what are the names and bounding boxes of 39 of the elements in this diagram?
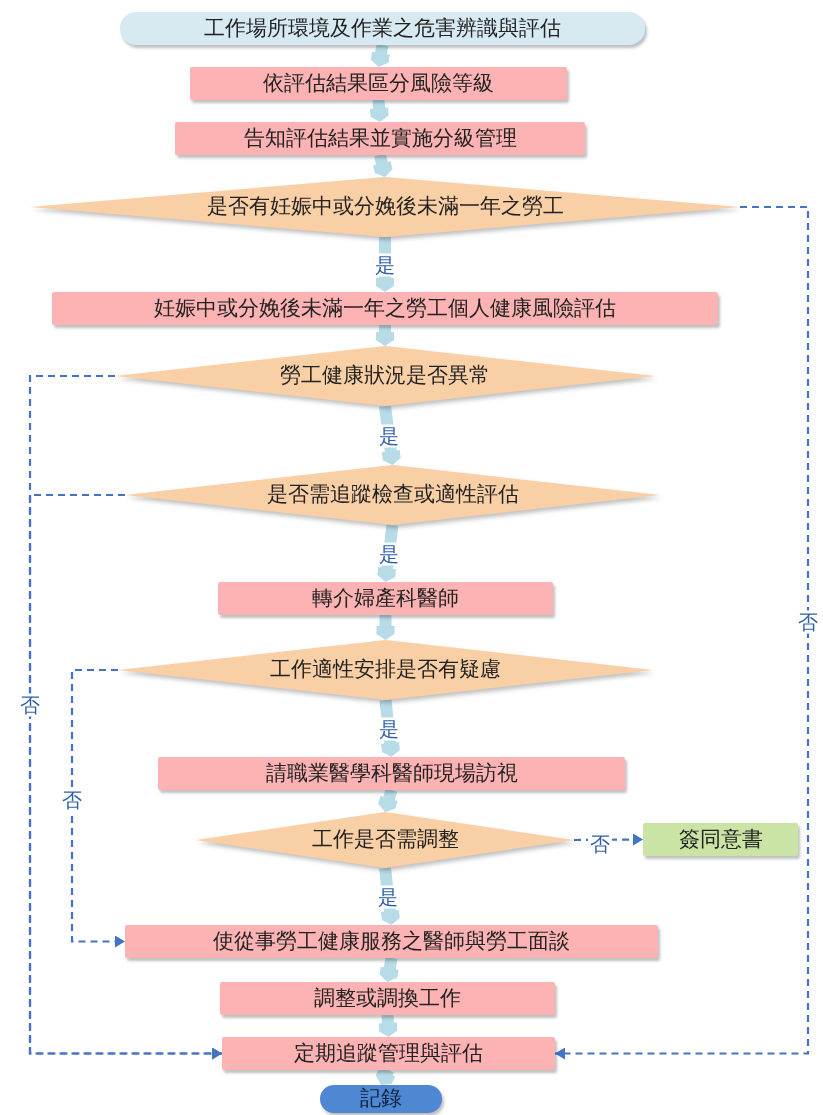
node-text: 使從事勞工健康服務之醫師與勞工面談 — [213, 928, 570, 955]
node-text: 是否有妊娠中或分娩後未滿一年之勞工 — [206, 194, 564, 220]
edge-label: 是 — [377, 542, 401, 565]
edge-label: 否 — [60, 788, 84, 812]
process-box — [158, 757, 625, 790]
dashed-arrow — [28, 493, 222, 1060]
node-text: 定期追蹤管理與評估 — [294, 1040, 483, 1067]
node-text: 告知評估結果並實施分級管理 — [243, 125, 517, 152]
edge-label: 否 — [588, 832, 612, 856]
process-box — [643, 823, 798, 856]
node-text: 簽同意書 — [678, 826, 763, 853]
edge-label: 否 — [796, 610, 820, 634]
node-text: 工作適性安排是否有疑慮 — [270, 657, 501, 683]
edge-label: 否 — [18, 693, 42, 717]
decision-diamond — [196, 812, 574, 868]
node-text: 請職業醫學科醫師現場訪視 — [265, 760, 518, 787]
dashed-arrow — [70, 668, 125, 948]
process-box — [218, 582, 553, 615]
start-box — [120, 12, 645, 45]
node-text: 是否需追蹤檢查或適性評估 — [266, 482, 519, 508]
edge-label: 是 — [373, 253, 397, 276]
end-terminal — [320, 1085, 442, 1113]
process-box — [125, 925, 658, 958]
process-box — [190, 67, 567, 100]
node-text: 記錄 — [360, 1086, 402, 1112]
node-text: 依評估結果區分風險等級 — [263, 70, 494, 97]
edge-label: 是 — [376, 424, 401, 447]
node-text: 轉介婦產科醫師 — [312, 585, 459, 612]
process-box — [52, 292, 718, 325]
dashed-arrow — [555, 205, 810, 1060]
node-text: 工作場所環境及作業之危害辨識與評估 — [204, 15, 561, 42]
node-text: 工作是否需調整 — [311, 827, 459, 853]
process-box — [222, 1037, 555, 1070]
process-box — [220, 982, 555, 1015]
node-text: 妊娠中或分娩後未滿一年之勞工個人健康風險評估 — [154, 295, 616, 322]
edge-label: 是 — [376, 717, 401, 740]
process-box — [175, 122, 585, 155]
node-text: 勞工健康狀況是否異常 — [280, 363, 490, 389]
node-text: 調整或調換工作 — [314, 985, 461, 1012]
